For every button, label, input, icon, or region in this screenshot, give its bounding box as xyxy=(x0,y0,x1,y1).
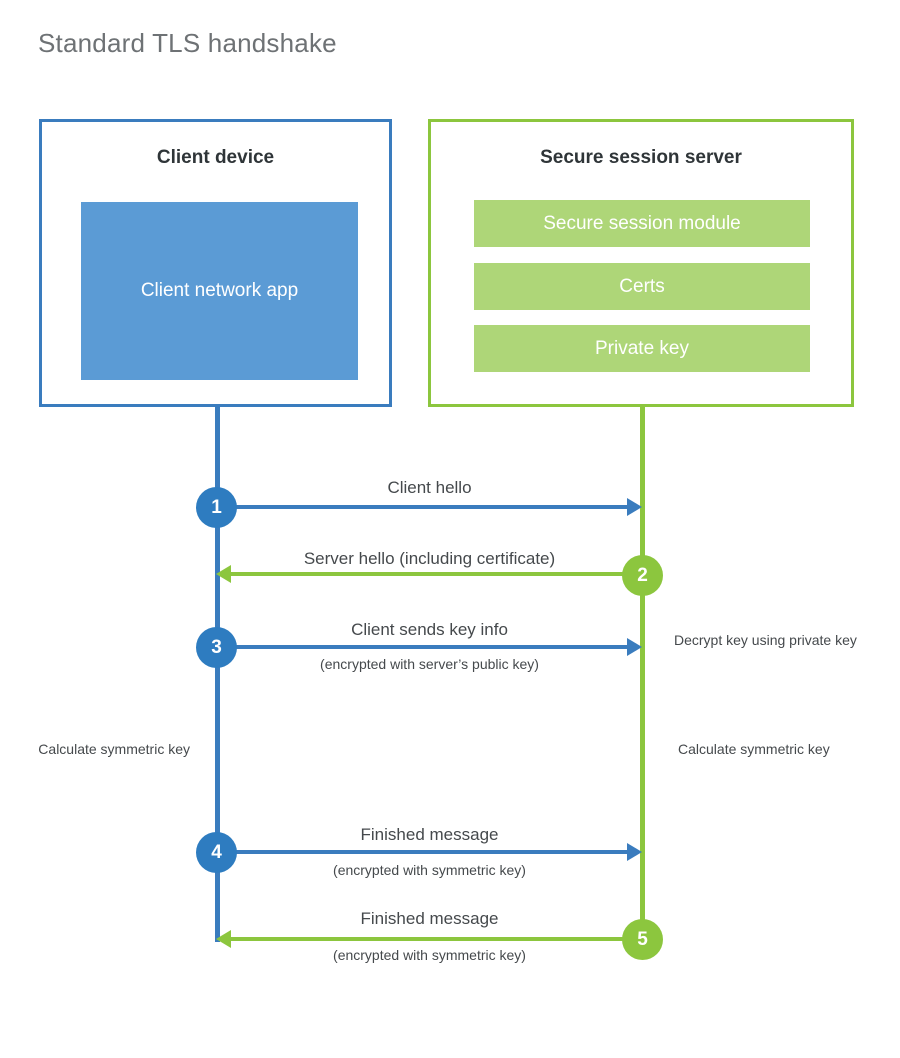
annotation-server-decrypt: Decrypt key using private key xyxy=(674,632,857,648)
page-title: Standard TLS handshake xyxy=(38,28,337,58)
step-3-arrowhead-icon xyxy=(627,638,642,656)
server-block-private-key: Private key xyxy=(474,325,810,372)
client-lifeline xyxy=(215,404,220,942)
step-5-arrowhead-icon xyxy=(216,930,231,948)
step-2-label: Server hello (including certificate) xyxy=(303,549,556,568)
client-network-app-label: Client network app xyxy=(140,280,299,302)
step-4-sublabel: (encrypted with symmetric key) xyxy=(333,862,526,878)
step-5-label: Finished message xyxy=(360,909,499,928)
server-block-secure-session-module: Secure session module xyxy=(474,200,810,247)
step-3-number: 3 xyxy=(211,636,222,658)
step-2-arrowhead-icon xyxy=(216,565,231,583)
step-3-label: Client sends key info xyxy=(351,620,508,639)
step-1-arrow-line xyxy=(217,505,629,509)
server-block-label: Certs xyxy=(619,275,665,297)
server-block-certs: Certs xyxy=(474,263,810,310)
secure-session-server-title: Secure session server xyxy=(540,147,742,168)
step-1-label: Client hello xyxy=(387,478,472,497)
server-block-label: Secure session module xyxy=(543,212,741,234)
step-1-number: 1 xyxy=(211,496,222,518)
step-5-marker[interactable]: 5 xyxy=(622,919,663,960)
client-device-title: Client device xyxy=(156,147,275,168)
step-5-number: 5 xyxy=(637,928,648,950)
annotation-client-calculate: Calculate symmetric key xyxy=(38,741,190,757)
step-4-number: 4 xyxy=(211,841,222,863)
step-4-arrow-line xyxy=(217,850,629,854)
step-4-marker[interactable]: 4 xyxy=(196,832,237,873)
step-3-marker[interactable]: 3 xyxy=(196,627,237,668)
server-lifeline xyxy=(640,404,645,942)
server-block-label: Private key xyxy=(595,337,689,359)
secure-session-server-box: Secure session server Secure session mod… xyxy=(428,119,854,407)
annotation-server-calculate: Calculate symmetric key xyxy=(678,741,830,757)
step-1-marker[interactable]: 1 xyxy=(196,487,237,528)
step-3-sublabel: (encrypted with server’s public key) xyxy=(320,656,539,672)
step-2-marker[interactable]: 2 xyxy=(622,555,663,596)
step-5-sublabel: (encrypted with symmetric key) xyxy=(333,947,526,963)
step-4-label: Finished message xyxy=(360,825,499,844)
step-2-arrow-line xyxy=(230,572,642,576)
step-5-arrow-line xyxy=(230,937,642,941)
step-4-arrowhead-icon xyxy=(627,843,642,861)
client-network-app-block: Client network app xyxy=(81,202,358,380)
step-3-arrow-line xyxy=(217,645,629,649)
step-1-arrowhead-icon xyxy=(627,498,642,516)
step-2-number: 2 xyxy=(637,564,648,586)
client-device-box: Client device Client network app xyxy=(39,119,392,407)
